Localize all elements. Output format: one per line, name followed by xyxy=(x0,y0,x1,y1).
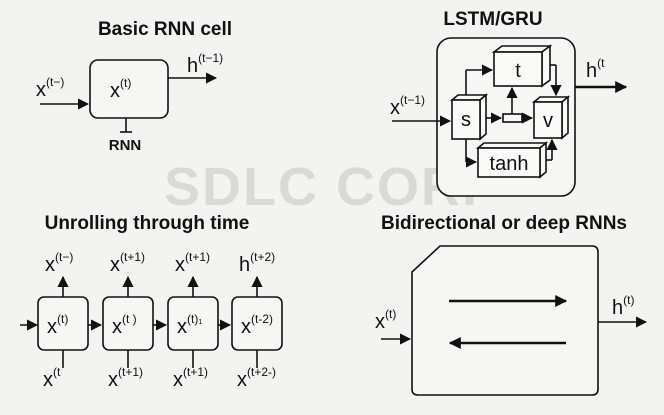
basic-rnn-cell-box xyxy=(89,59,169,119)
basic-rnn-title: Basic RNN cell xyxy=(98,19,232,40)
unroll-top-label: h(t+2) xyxy=(239,250,275,276)
lstm-input-label: x(t−1) xyxy=(390,93,425,119)
lstm-output-label: h(t xyxy=(586,56,605,82)
bidir-panel: Bidirectional or deep RNNs x(t) h(t) xyxy=(375,213,648,396)
unroll-cell-label: x(t ) xyxy=(112,312,137,338)
unroll-cell-label: x(t) xyxy=(47,312,68,338)
unroll-bottom-label: x(t+2-) xyxy=(237,365,276,391)
unroll-bottom-label: x(t xyxy=(43,365,61,391)
svg-text:v: v xyxy=(543,110,553,132)
lstm-mid-element xyxy=(502,113,523,123)
basic-rnn-input-label: x(t−) xyxy=(36,75,64,101)
basic-rnn-caption: RNN xyxy=(109,137,142,154)
bidir-input-label: x(t) xyxy=(375,307,396,333)
lstm-title: LSTM/GRU xyxy=(443,9,542,30)
basic-rnn-output-label: h(t−1) xyxy=(187,51,223,77)
lstm-panel: LSTM/GRU t s v t xyxy=(390,9,628,197)
unroll-title: Unrolling through time xyxy=(45,213,250,234)
lstm-gate-top: t xyxy=(491,44,553,88)
unroll-panel: Unrolling through time x(t) x(t−) x(t x(t )… xyxy=(20,213,283,391)
lstm-gate-right: v xyxy=(531,95,571,140)
svg-text:s: s xyxy=(461,109,471,131)
unroll-bottom-label: x(t+1) xyxy=(108,365,143,391)
basic-rnn-panel: Basic RNN cell x(t−) x(t) h(t−1) RNN xyxy=(36,19,232,154)
bidir-box xyxy=(411,245,599,396)
unroll-top-label: x(t+1) xyxy=(110,250,145,276)
unroll-cell-label: x(t-2) xyxy=(241,312,273,338)
lstm-gate-left: s xyxy=(449,93,489,141)
svg-text:t: t xyxy=(515,60,521,82)
bidir-title: Bidirectional or deep RNNs xyxy=(381,213,627,234)
bidir-output-label: h(t) xyxy=(612,293,634,319)
svg-text:tanh: tanh xyxy=(490,153,529,175)
lstm-gate-bottom: tanh xyxy=(475,141,549,179)
unroll-cell-label: x(t)₁ xyxy=(177,312,202,338)
basic-rnn-cell-label: x(t) xyxy=(110,76,131,102)
unroll-top-label: x(t+1) xyxy=(175,250,210,276)
unroll-top-label: x(t−) xyxy=(45,250,73,276)
unroll-bottom-label: x(t+1) xyxy=(173,365,208,391)
